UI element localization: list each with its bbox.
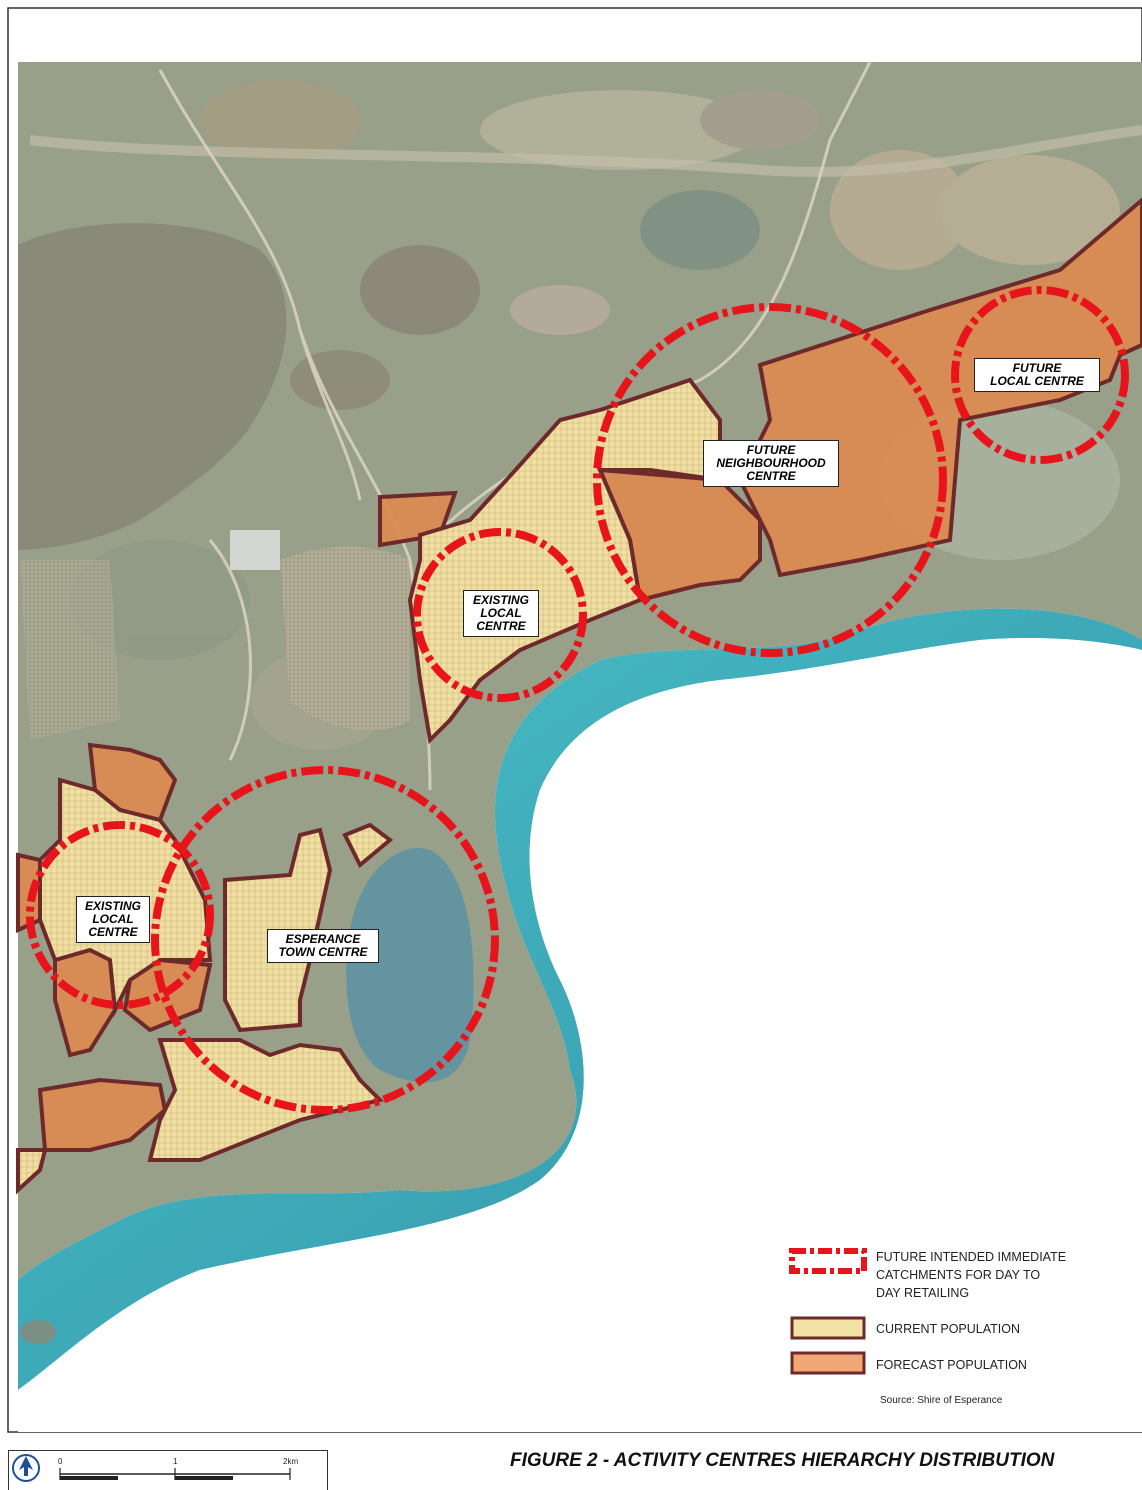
label-existing-local-centre-north: EXISTING LOCAL CENTRE	[463, 590, 539, 637]
scale-label-1: 1	[173, 1457, 178, 1466]
catchment-ring-existing-local-west	[26, 821, 214, 1009]
urban-area-2	[20, 560, 120, 740]
legend-forecast-swatch	[790, 1351, 866, 1375]
legend	[789, 1248, 867, 1375]
legend-source: Source: Shire of Esperance	[880, 1395, 1003, 1406]
scale-label-2km: 2km	[283, 1457, 299, 1466]
sea	[18, 608, 1142, 1390]
label-esperance-town-centre: ESPERANCE TOWN CENTRE	[267, 929, 379, 963]
current-area-sw	[16, 1148, 48, 1195]
legend-current-swatch	[790, 1316, 866, 1340]
legend-forecast-label: FORECAST POPULATION	[876, 1358, 1027, 1372]
legend-current-label: CURRENT POPULATION	[876, 1322, 1021, 1336]
label-existing-local-centre-west: EXISTING LOCAL CENTRE	[76, 896, 150, 943]
label-future-neighbourhood-centre: FUTURE NEIGHBOURHOOD CENTRE	[703, 440, 839, 487]
island	[20, 1320, 56, 1344]
catchment-ring-existing-local-north	[413, 528, 587, 702]
legend-catchment-swatch	[789, 1248, 867, 1274]
figure-title: FIGURE 2 - ACTIVITY CENTRES HIERARCHY DI…	[510, 1450, 1055, 1471]
current-area-east-tri	[342, 822, 394, 869]
lake	[18, 223, 287, 550]
legend-catchment-label: FUTURE INTENDED IMMEDIATE CATCHMENTS FOR…	[876, 1250, 1067, 1300]
bay-water	[346, 848, 474, 1083]
forecast-area-sw	[37, 1077, 168, 1152]
label-future-local-centre: FUTURE LOCAL CENTRE	[974, 358, 1100, 392]
scale-label-0: 0	[58, 1457, 63, 1466]
catchment-ring-future-local	[951, 286, 1129, 464]
blank-area	[18, 638, 1142, 1432]
catchment-ring-future-neighbourhood	[593, 303, 947, 657]
scale-box	[8, 1450, 328, 1490]
catchment-ring-town-centre	[151, 766, 499, 1114]
urban-area	[280, 546, 410, 731]
airfield	[230, 530, 280, 570]
scale-bar	[59, 1468, 291, 1480]
catchment-rings	[26, 286, 1129, 1114]
north-arrow-icon	[12, 1454, 40, 1482]
